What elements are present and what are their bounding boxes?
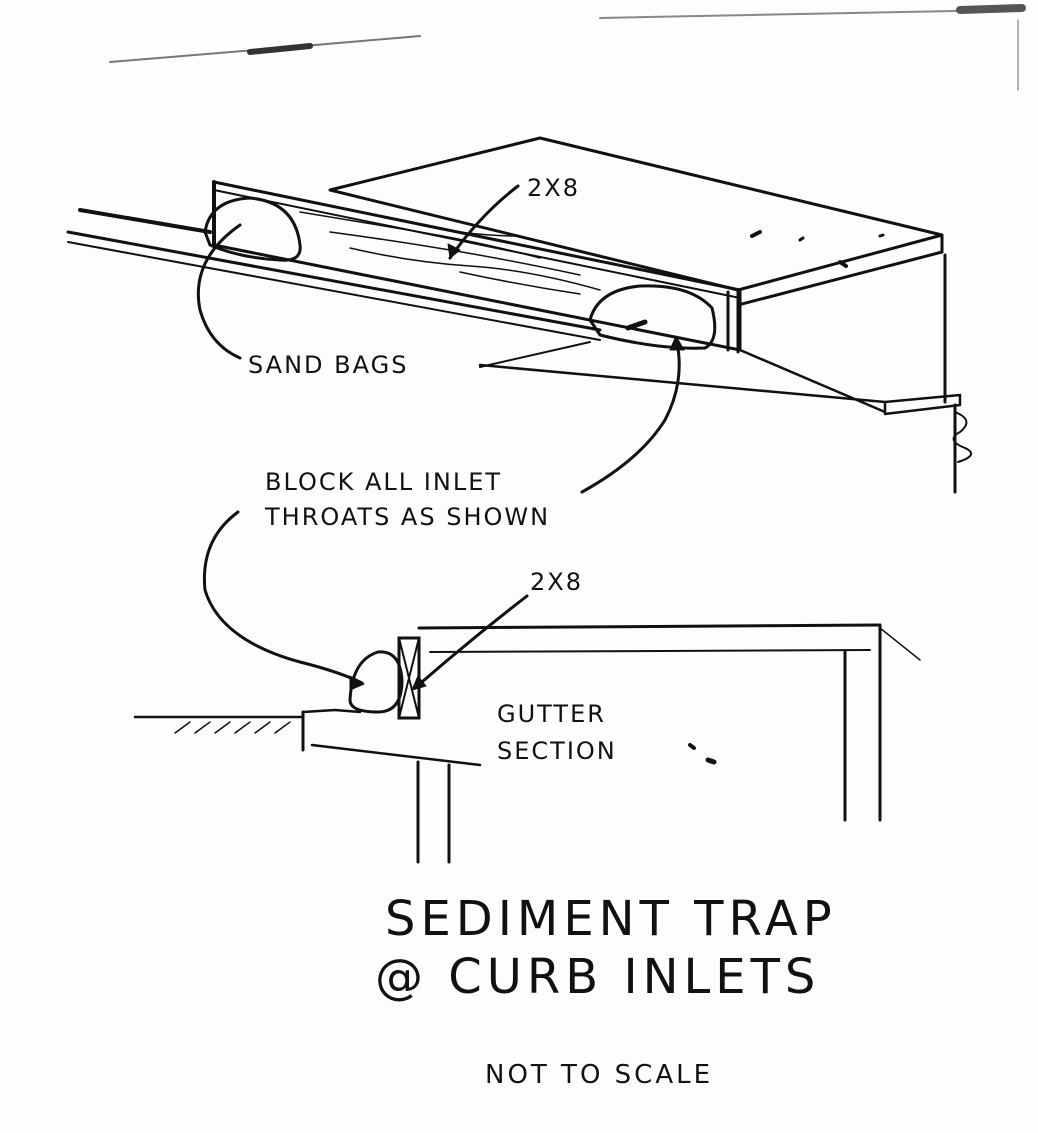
road-edge	[478, 363, 887, 404]
sand-bag	[588, 284, 717, 350]
board-label-top: 2X8	[527, 174, 580, 202]
concrete-speckle	[750, 230, 885, 268]
curb-top	[301, 708, 362, 714]
road-end	[883, 393, 962, 416]
sand-bags-label: SAND BAGS	[248, 351, 408, 379]
gutter-label-line1: GUTTER	[497, 700, 606, 728]
break-line	[952, 411, 973, 463]
ground-hatch	[174, 721, 291, 734]
board-edge	[213, 189, 741, 299]
sand-bag-section	[348, 650, 404, 714]
sand-bag-mark	[625, 319, 648, 331]
drawing-title-line2: @ CURB INLETS	[375, 949, 820, 1005]
scale-note: NOT TO SCALE	[485, 1060, 713, 1090]
block-note-line2: THROATS AS SHOWN	[264, 503, 550, 531]
section-view	[133, 623, 921, 864]
perspective-view	[66, 136, 973, 494]
gutter-line	[66, 230, 602, 332]
gutter-label-line2: SECTION	[497, 737, 617, 765]
slab-break	[879, 627, 921, 661]
block-note-line1: BLOCK ALL INLET	[265, 468, 502, 496]
road-edge	[738, 348, 887, 414]
board-x	[398, 637, 420, 719]
board-2x8-section	[397, 636, 421, 720]
drawing-title-line1: SEDIMENT TRAP	[385, 891, 837, 947]
inlet-slab	[429, 649, 871, 653]
board-label-section: 2X8	[530, 568, 583, 596]
inlet-slab	[417, 623, 882, 630]
leader-lines	[196, 184, 685, 691]
gutter-bottom	[310, 743, 482, 767]
speck	[688, 743, 696, 750]
curb-line	[78, 208, 212, 234]
sand-bag	[203, 196, 302, 262]
scan-noise	[109, 4, 1026, 91]
gutter-line	[67, 241, 601, 341]
speck	[705, 757, 717, 765]
slab-edge	[736, 250, 944, 307]
